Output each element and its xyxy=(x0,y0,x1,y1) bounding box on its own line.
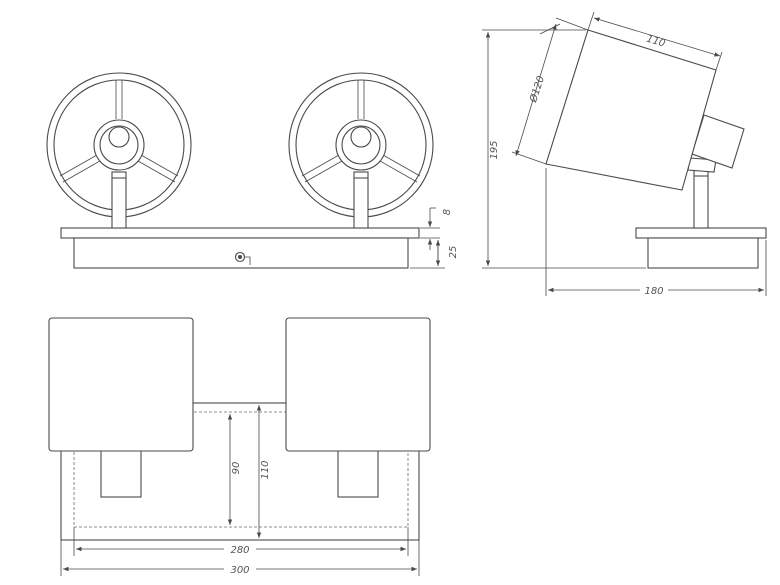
front-spotlight-left xyxy=(46,72,192,229)
switch-knob-icon xyxy=(234,251,251,265)
side-base-box xyxy=(647,237,759,269)
dim-base-height: 25 xyxy=(410,240,459,269)
dim-inner-depth-90: 90 xyxy=(227,414,242,525)
top-arm-left xyxy=(100,444,142,498)
dim-inner-width: 280 xyxy=(73,527,409,556)
dim-total-height-label: 195 xyxy=(489,140,500,159)
top-shade-left xyxy=(48,317,194,452)
dim-inner-depth-90-label: 90 xyxy=(231,462,242,475)
dim-bracket-thickness-label: 8 xyxy=(442,209,453,215)
dim-base-height-label: 25 xyxy=(448,246,459,259)
front-spotlight-right xyxy=(288,72,434,229)
dim-total-width-label: 300 xyxy=(230,565,249,576)
dim-total-width: 300 xyxy=(60,540,420,576)
dim-inner-width-label: 280 xyxy=(230,545,249,556)
dim-total-height: 195 xyxy=(482,29,646,269)
dim-shade-diameter-label: Ø120 xyxy=(527,74,547,104)
top-inner-dashed xyxy=(73,411,409,528)
top-view: 90 110 280 300 xyxy=(48,317,431,576)
top-shade-right xyxy=(285,317,431,452)
dim-inner-depth-110-label: 110 xyxy=(260,460,271,479)
dim-side-depth: 180 xyxy=(545,168,767,297)
top-arm-right xyxy=(337,444,379,498)
dim-side-depth-label: 180 xyxy=(644,286,663,297)
front-view: 8 25 xyxy=(46,72,459,269)
dim-inner-depth-110: 110 xyxy=(256,405,271,538)
dim-shade-depth: 110 xyxy=(587,11,723,71)
dim-shade-depth-label: 110 xyxy=(645,34,666,50)
dim-bracket-thickness: 8 xyxy=(420,207,453,250)
side-mount-plate xyxy=(635,227,767,239)
side-arm xyxy=(693,169,709,229)
side-view: Ø120 110 195 180 xyxy=(482,11,767,297)
front-mount-plate xyxy=(60,227,420,239)
side-shade xyxy=(545,29,717,191)
